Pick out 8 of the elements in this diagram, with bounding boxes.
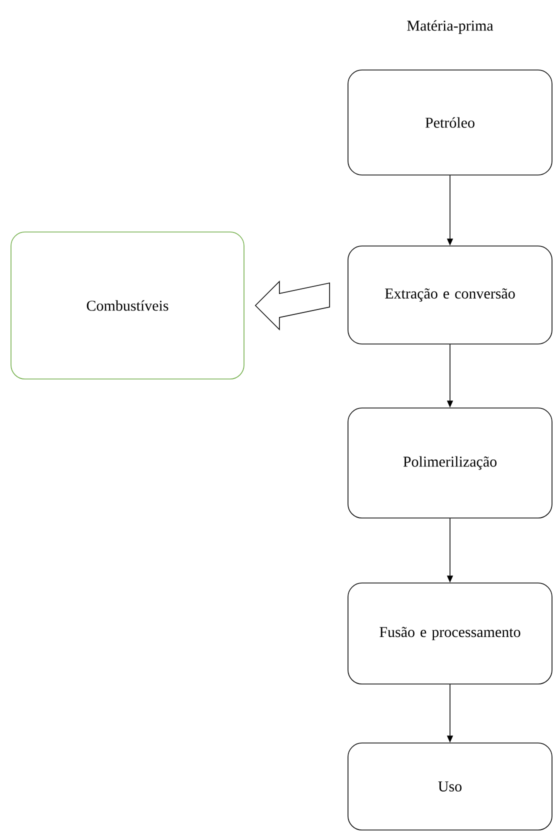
process-box: Uso — [348, 742, 552, 830]
process-box: Combustíveis — [10, 232, 244, 380]
process-box: Extração e conversão — [348, 246, 552, 344]
process-box: Polimerilização — [348, 408, 552, 518]
process-box: Fusão e processamento — [348, 582, 552, 684]
column-heading: Matéria-prima — [407, 20, 494, 34]
process-box: Petróleo — [348, 70, 552, 176]
block-arrow — [254, 280, 330, 330]
